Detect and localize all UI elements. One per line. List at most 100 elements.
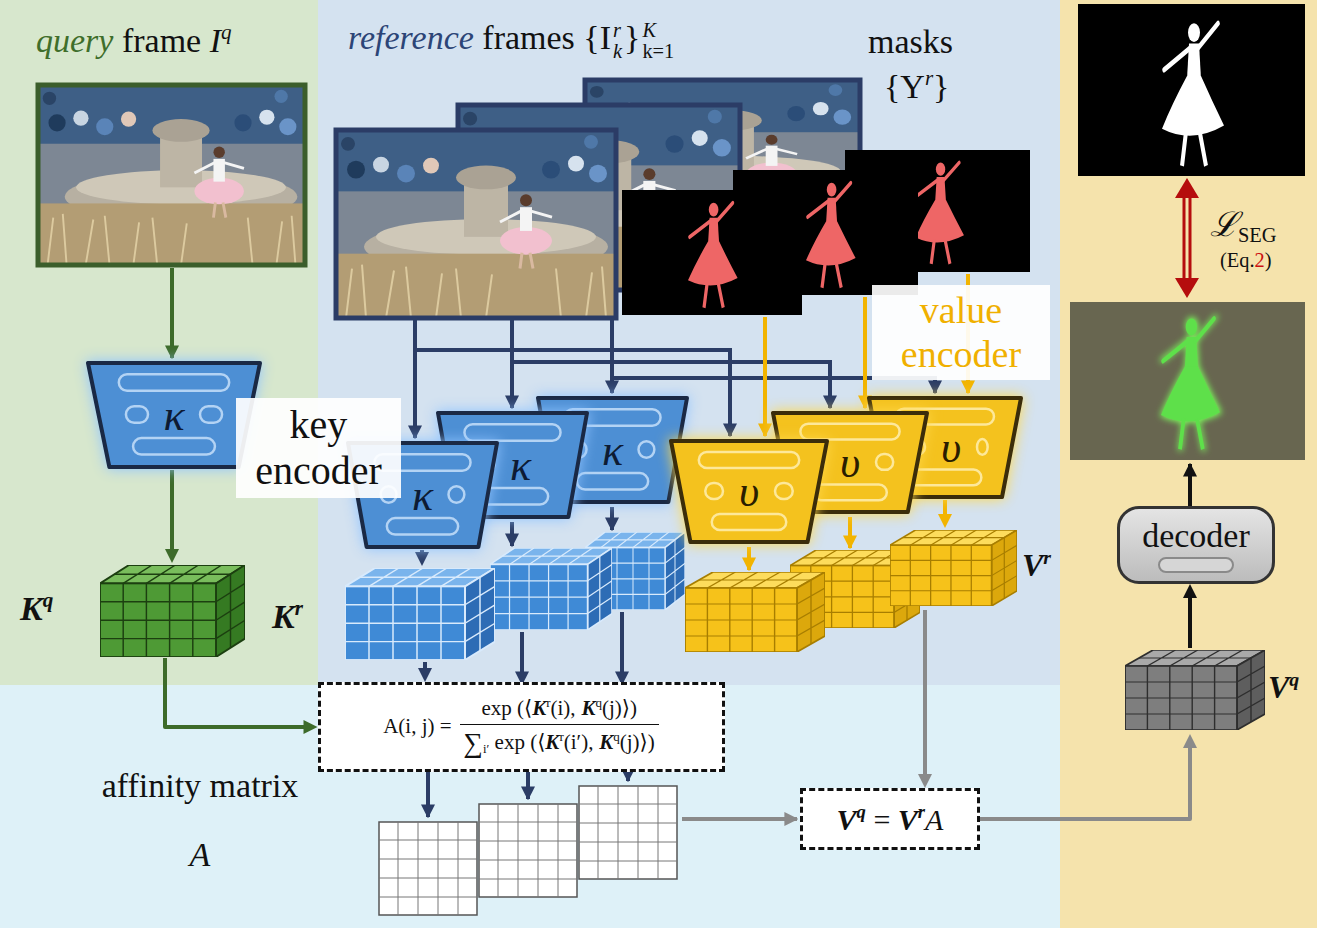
text: υ bbox=[739, 466, 759, 517]
box-content: Vq=VrA bbox=[837, 801, 944, 836]
text: {I bbox=[583, 19, 611, 56]
affinity-matrices-part bbox=[479, 804, 577, 897]
reference-value-cube: Vr bbox=[885, 528, 1060, 610]
reference-photos-part bbox=[336, 130, 616, 318]
text: r bbox=[559, 729, 563, 744]
output-images-part bbox=[1070, 302, 1305, 460]
text-group: Kq bbox=[20, 588, 53, 629]
text: k=1 bbox=[642, 41, 674, 62]
text: K bbox=[20, 590, 43, 627]
text-group: Kr bbox=[272, 596, 303, 637]
decoder-bar bbox=[1158, 557, 1234, 573]
text: K bbox=[599, 730, 613, 754]
encoder-bar bbox=[577, 473, 648, 490]
text-group: {Yr} bbox=[884, 66, 949, 107]
connector bbox=[165, 658, 318, 734]
text: (i), bbox=[551, 696, 576, 720]
encoder-bar bbox=[200, 406, 222, 423]
encoder-bar bbox=[712, 514, 787, 530]
encoder-bar bbox=[699, 452, 799, 468]
box-content: decoder bbox=[1142, 517, 1250, 573]
text: r bbox=[613, 20, 622, 41]
feature-cubes-part bbox=[685, 572, 825, 652]
affinity-matrices-part bbox=[579, 786, 677, 879]
output-images bbox=[1070, 4, 1305, 460]
text: A bbox=[925, 803, 943, 836]
connector-line bbox=[1188, 594, 1192, 648]
output-panel: ℒSEG(Eq.2)decoderVq bbox=[1060, 0, 1317, 928]
text: affinity matrix bbox=[102, 766, 299, 807]
text: q bbox=[595, 695, 602, 710]
text: frames bbox=[482, 19, 575, 56]
encoder-outline bbox=[671, 441, 827, 542]
text: reference bbox=[348, 19, 474, 56]
encoder-bar bbox=[775, 483, 793, 499]
encoder-bar bbox=[564, 409, 660, 426]
text-group: ℒSEG bbox=[1210, 205, 1277, 248]
text-group: referenceframes{Irk}Kk=1 bbox=[348, 18, 676, 63]
output-images-part bbox=[1161, 319, 1220, 450]
arrow-head bbox=[1183, 584, 1197, 598]
decoder-box: decoder bbox=[1117, 506, 1275, 584]
affinity-formula: A(i, j) =exp (⟨Kr(i),Kq(j)⟩)∑i′exp (⟨Kr(… bbox=[318, 682, 725, 772]
flow-arrows-part bbox=[520, 632, 524, 684]
text: (Eq. bbox=[1220, 249, 1255, 271]
encoder-bar bbox=[477, 488, 548, 505]
text-group: Kr bbox=[272, 596, 303, 637]
flow-arrows-part bbox=[848, 517, 852, 548]
text: κ bbox=[602, 425, 623, 476]
text: i′ bbox=[483, 742, 489, 756]
output-images-part bbox=[1160, 317, 1222, 451]
text: κ bbox=[510, 440, 531, 491]
encoder-bar bbox=[902, 439, 925, 455]
text-group: queryframeIq bbox=[36, 20, 232, 61]
query-photo-part bbox=[38, 85, 305, 265]
text-group: (Eq.2) bbox=[1220, 248, 1277, 272]
flow-arrows-part bbox=[682, 817, 797, 821]
text: exp (⟨ bbox=[481, 696, 532, 720]
text: r bbox=[1043, 546, 1051, 568]
text-group: affinity matrixA bbox=[50, 766, 350, 876]
mask-images-part bbox=[688, 203, 738, 308]
arrow-head bbox=[304, 720, 318, 734]
encoder-bar bbox=[639, 441, 655, 458]
text-group: Vq=VrA bbox=[837, 801, 944, 836]
caption-text: value encoder bbox=[901, 289, 1021, 375]
arrow-head bbox=[918, 774, 932, 788]
caption-text: key encoder bbox=[255, 402, 382, 493]
text: K bbox=[272, 598, 295, 635]
encoder-outline bbox=[869, 398, 1021, 497]
cube-drawing bbox=[100, 565, 245, 657]
text: (i′), bbox=[564, 730, 594, 754]
text-group: Kk=1 bbox=[642, 20, 674, 63]
feature-cubes-part bbox=[490, 548, 612, 630]
text: r bbox=[925, 66, 933, 90]
encoder-bar bbox=[471, 456, 495, 473]
reference-photos bbox=[336, 80, 860, 318]
encoder-outline bbox=[88, 363, 260, 467]
flow-arrows-part bbox=[170, 268, 174, 358]
connector bbox=[415, 550, 429, 566]
text: ∑ bbox=[464, 728, 483, 758]
arrow-head bbox=[415, 552, 429, 566]
text: (j)⟩) bbox=[602, 696, 637, 720]
flow-arrows bbox=[172, 268, 1190, 819]
encoder-bar bbox=[449, 486, 465, 503]
output-images-part bbox=[1162, 23, 1224, 166]
mask-images-part bbox=[622, 190, 802, 315]
encoder-caption: value encoder bbox=[872, 285, 1050, 380]
text-group: Vr bbox=[1022, 546, 1051, 584]
text: k bbox=[613, 41, 622, 62]
text: υ bbox=[941, 422, 961, 473]
connector-line bbox=[980, 744, 1190, 819]
text-group: referenceframes{Irk}Kk=1 bbox=[348, 18, 676, 63]
text: q bbox=[43, 588, 54, 612]
text: frame bbox=[122, 22, 201, 59]
panel-grounds-part bbox=[318, 0, 1060, 685]
text: decoder bbox=[1142, 517, 1250, 555]
text: (j)⟩) bbox=[620, 730, 655, 754]
text: K bbox=[532, 696, 546, 720]
loss-arrow-part bbox=[1175, 178, 1199, 198]
reference-key-cube: Kr bbox=[270, 566, 500, 662]
